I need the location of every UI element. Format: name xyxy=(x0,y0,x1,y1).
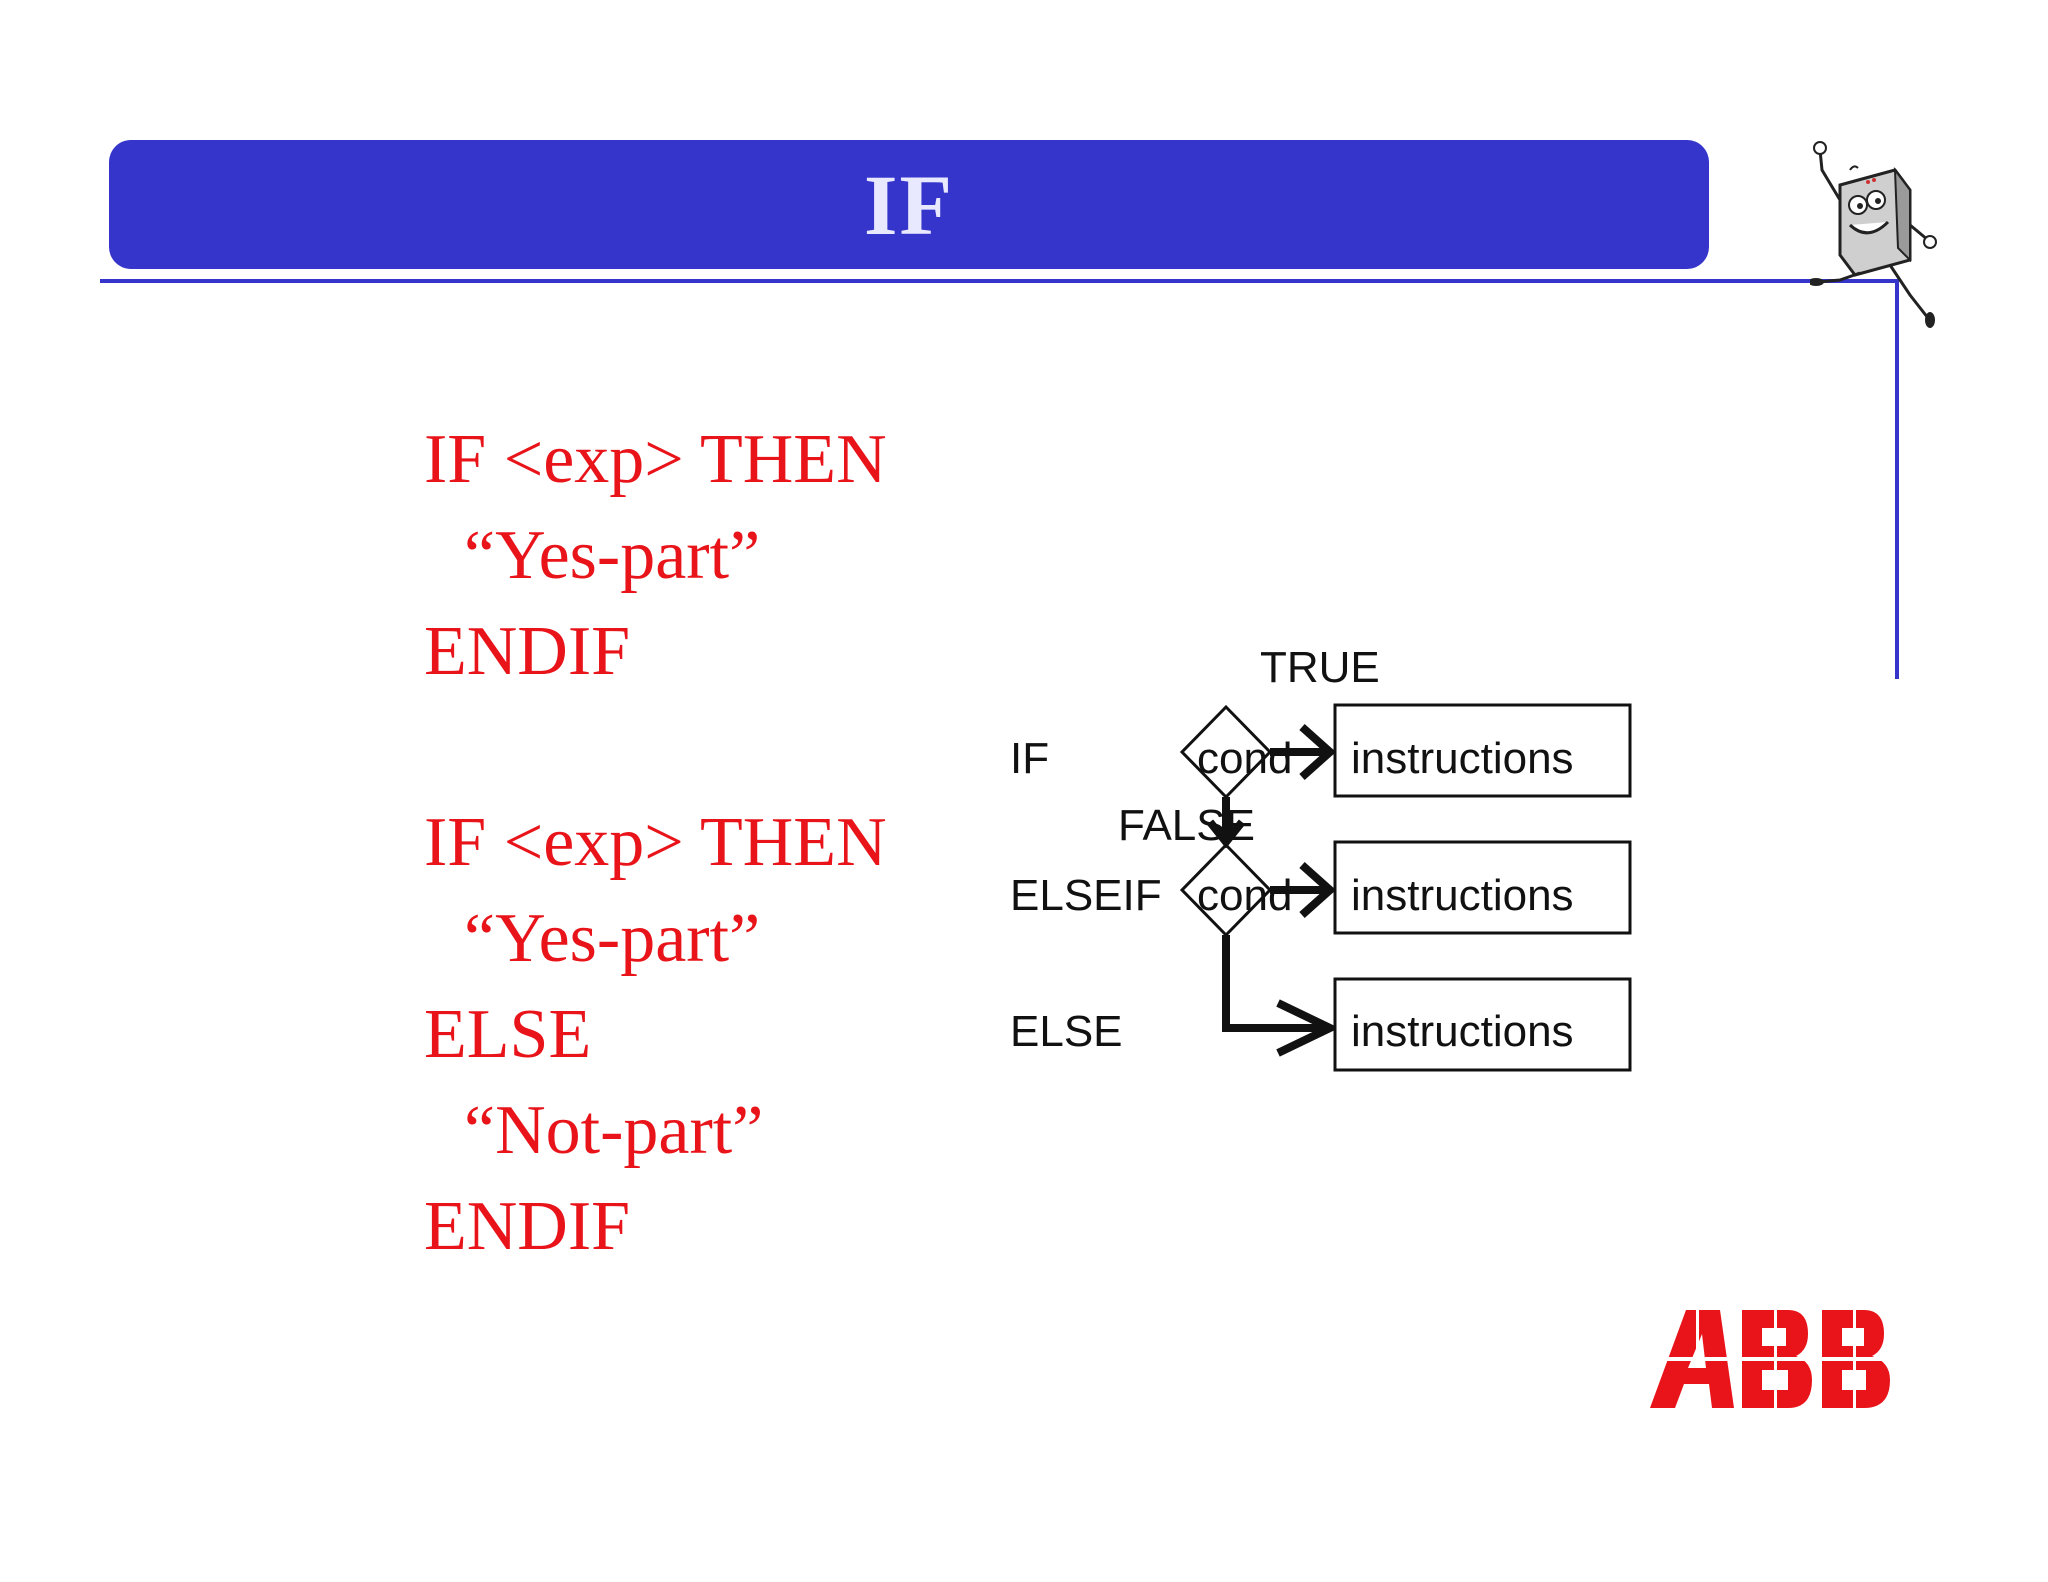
code-line: “Yes-part” xyxy=(464,517,761,594)
condition-label: cond xyxy=(1197,871,1292,920)
elseif-arrowhead xyxy=(1299,862,1337,918)
title-bar: IF xyxy=(109,140,1709,269)
condition-label: cond xyxy=(1197,734,1292,783)
code-line: ENDIF xyxy=(424,613,631,690)
false-arrowhead xyxy=(1206,819,1246,849)
else-label: ELSE xyxy=(1010,1007,1123,1056)
code-block-if-else: IF <exp> THEN “Yes-part” ELSE “Not-part”… xyxy=(424,795,887,1275)
else-arrow xyxy=(1222,935,1330,1032)
instructions-box xyxy=(1333,977,1632,1072)
if-label: IF xyxy=(1010,734,1049,783)
abb-logo xyxy=(1650,1310,1890,1408)
code-line: IF <exp> THEN xyxy=(424,421,887,498)
instructions-box xyxy=(1333,703,1632,798)
instructions-box xyxy=(1333,840,1632,935)
code-line: “Not-part” xyxy=(464,1092,764,1169)
slide-title: IF xyxy=(864,156,954,253)
instructions-label: instructions xyxy=(1351,1007,1574,1056)
elseif-label: ELSEIF xyxy=(1010,871,1162,920)
instructions-label: instructions xyxy=(1351,871,1574,920)
else-arrowhead xyxy=(1276,999,1340,1057)
code-block-if: IF <exp> THEN “Yes-part” ENDIF xyxy=(424,412,887,700)
code-line: IF <exp> THEN xyxy=(424,804,887,881)
true-arrowhead xyxy=(1299,724,1337,780)
header-rule-vertical xyxy=(1895,279,1899,679)
cartoon-computer-mascot-icon xyxy=(1810,141,1937,328)
true-label: TRUE xyxy=(1260,643,1380,692)
code-line: “Yes-part” xyxy=(464,900,761,977)
code-line: ENDIF xyxy=(424,1188,631,1265)
instructions-label: instructions xyxy=(1351,734,1574,783)
header-rule-horizontal xyxy=(100,279,1899,283)
code-line: ELSE xyxy=(424,996,592,1073)
false-label: FALSE xyxy=(1118,801,1255,850)
